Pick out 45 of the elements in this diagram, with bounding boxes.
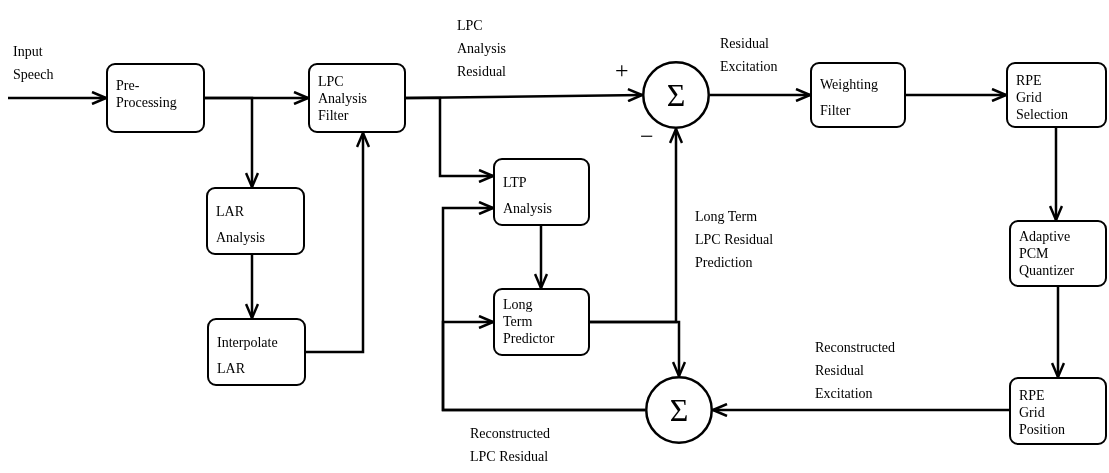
arrow (244, 255, 260, 320)
block-label: Interpolate LAR (217, 334, 278, 378)
process-box (206, 187, 305, 255)
process-box (1006, 62, 1107, 128)
edge-label: Residual Excitation (720, 35, 779, 76)
sigma-symbol: Σ (665, 78, 687, 112)
edge-label: Reconstructed LPC Residual (470, 425, 552, 466)
block-label: Weighting Filter (820, 76, 878, 120)
block-label: Long Term Predictor (503, 296, 555, 347)
block-label: LTP Analysis (503, 174, 552, 218)
arrow (205, 96, 260, 189)
arrow (906, 87, 1008, 103)
process-box (1009, 220, 1107, 287)
arrow (590, 320, 687, 378)
process-box (493, 288, 590, 356)
block-label: LPC Analysis Filter (318, 73, 367, 124)
arrow (711, 402, 1009, 418)
sigma-symbol: Σ (668, 393, 690, 427)
process-box (207, 318, 306, 386)
edge-label: LPC Analysis Residual (457, 17, 507, 81)
edge-label: Input Speech (13, 43, 55, 84)
block-label: Adaptive PCM Quantizer (1019, 228, 1075, 279)
process-box (493, 158, 590, 226)
process-box (308, 63, 406, 133)
sign-label: + (615, 58, 629, 82)
edge-label: Reconstructed Residual Excitation (815, 339, 897, 403)
arrow (1048, 128, 1064, 222)
block-label: RPE Grid Selection (1016, 72, 1069, 123)
arrow (8, 90, 108, 106)
process-box (1009, 377, 1107, 445)
summing-junction (645, 376, 713, 444)
arrow (1050, 287, 1066, 379)
arrow (406, 96, 495, 184)
arrow (441, 314, 645, 412)
block-label: LAR Analysis (216, 203, 265, 247)
process-box (810, 62, 906, 128)
process-box (106, 63, 205, 133)
arrow (710, 87, 812, 103)
edge-label: Long Term LPC Residual Prediction (695, 208, 775, 272)
block-label: Pre-Processing (116, 77, 177, 111)
arrow (306, 131, 371, 354)
sign-label: − (640, 124, 654, 148)
arrow (533, 226, 549, 290)
summing-junction (642, 61, 710, 129)
block-label: RPE Grid Position (1019, 387, 1065, 438)
